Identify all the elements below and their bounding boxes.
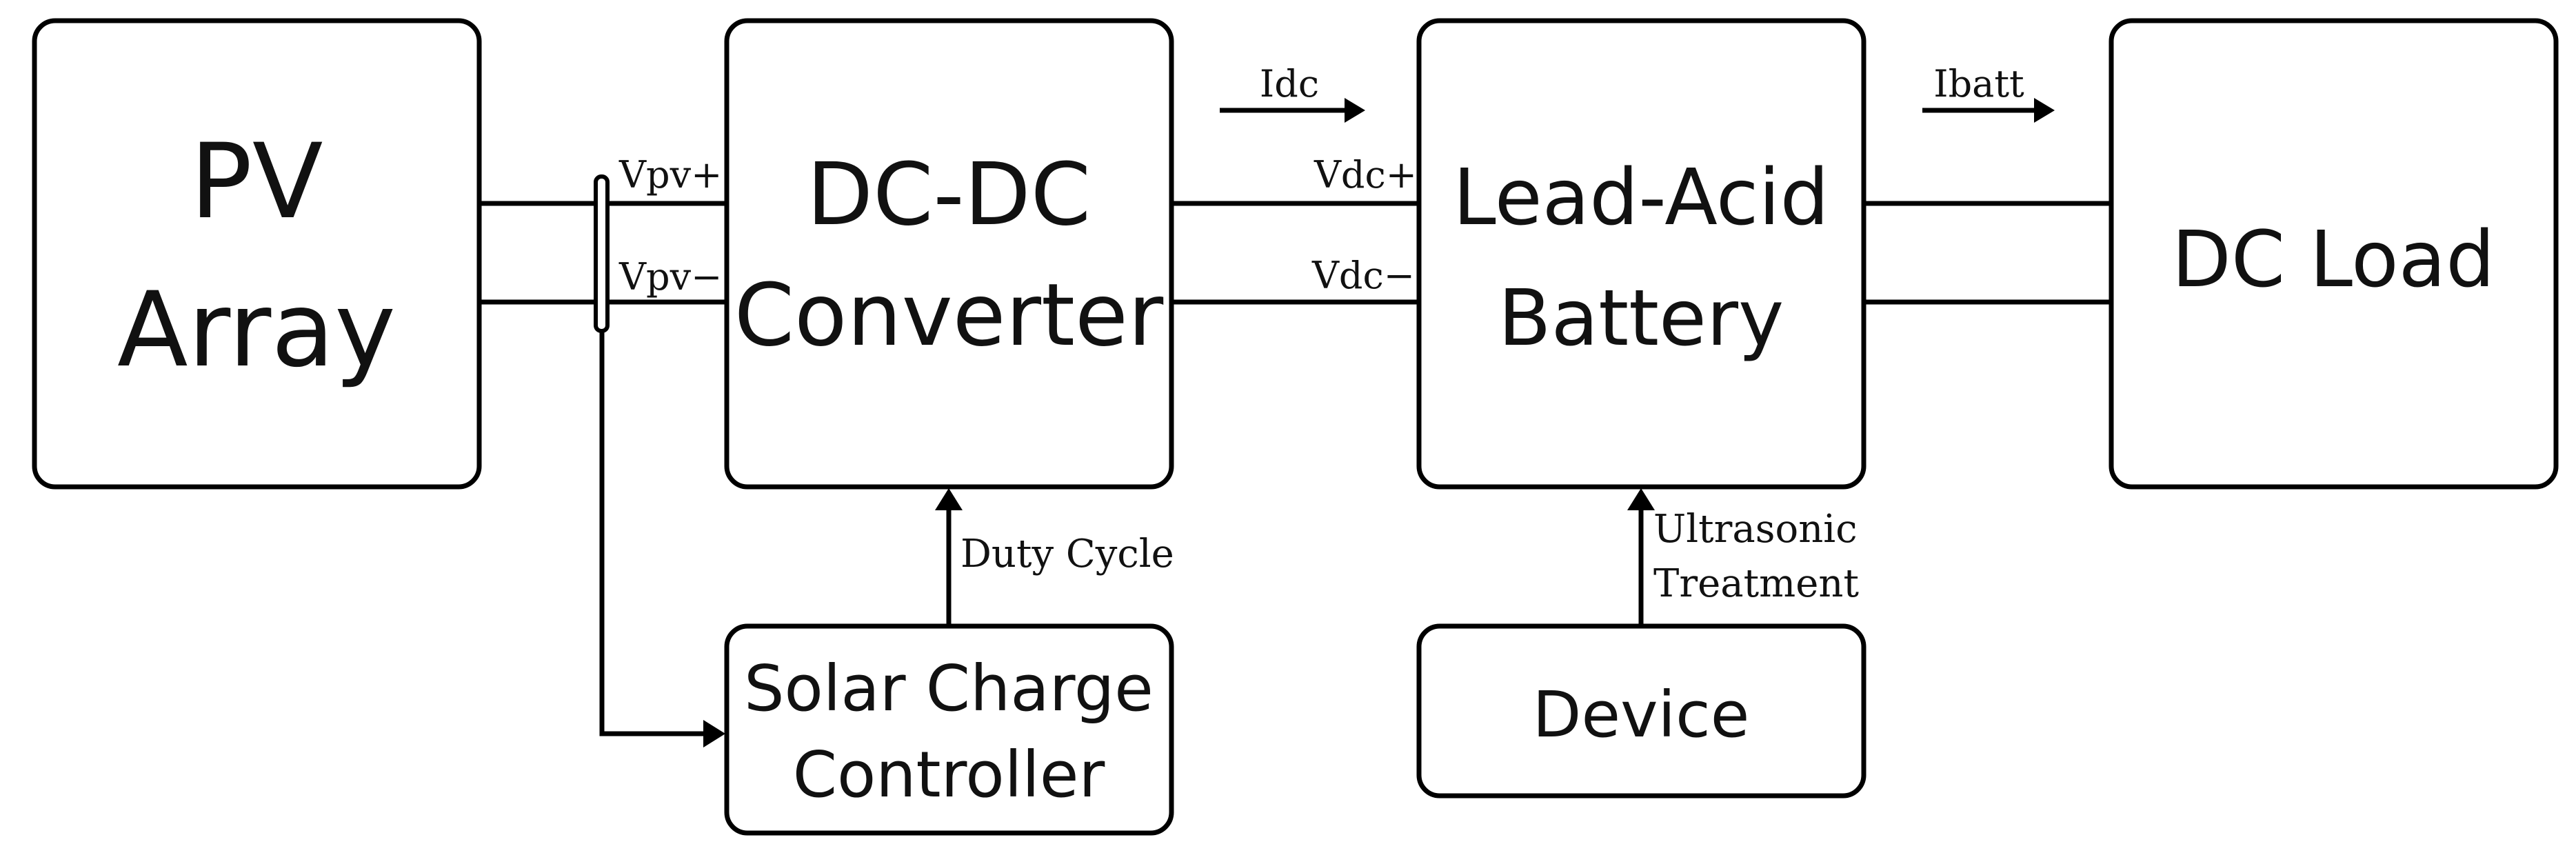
dc-dc-converter-label-line1: DC-DC [807, 145, 1091, 245]
solar-charge-controller-block: Solar Charge Controller [724, 623, 1174, 836]
battery-to-load-wires [1864, 201, 2111, 305]
duty-cycle-label: Duty Cycle [960, 532, 1174, 576]
ultrasonic-treatment-label-line1: Ultrasonic [1653, 507, 1858, 552]
ultrasonic-treatment-arrow: Ultrasonic Treatment [1627, 488, 1859, 626]
pv-array-block: PV Array [32, 18, 482, 490]
ultrasonic-treatment-label-line2: Treatment [1653, 561, 1859, 606]
solar-charge-controller-label-line1: Solar Charge [744, 652, 1154, 725]
idc-arrow: Idc [1220, 62, 1365, 123]
sense-to-controller-arrow [599, 331, 725, 747]
vdc-minus-label: Vdc− [1311, 254, 1415, 297]
dc-load-block: DC Load [2109, 18, 2559, 490]
dc-load-label: DC Load [2172, 215, 2495, 305]
device-label: Device [1533, 678, 1750, 752]
pv-to-converter-wires: Vpv+ Vpv− [479, 153, 727, 333]
dc-dc-converter-block: DC-DC Converter [724, 18, 1174, 490]
vpv-minus-label: Vpv− [618, 255, 722, 299]
voltage-sense-tap [594, 174, 610, 333]
dc-dc-converter-label-line2: Converter [734, 265, 1164, 365]
converter-to-battery-wires: Vdc+ Vdc− [1171, 153, 1419, 305]
idc-label: Idc [1260, 62, 1319, 106]
lead-acid-battery-label-line1: Lead-Acid [1453, 153, 1829, 243]
ibatt-label: Ibatt [1933, 62, 2024, 106]
solar-charge-controller-label-line2: Controller [793, 738, 1105, 812]
pv-array-label-line1: PV [190, 122, 323, 242]
pv-array-label-line2: Array [117, 270, 396, 390]
ibatt-arrow: Ibatt [1922, 62, 2055, 123]
vpv-plus-label: Vpv+ [618, 153, 722, 197]
device-block: Device [1416, 623, 1866, 799]
lead-acid-battery-block: Lead-Acid Battery [1416, 18, 1866, 490]
duty-cycle-arrow: Duty Cycle [935, 488, 1174, 626]
vdc-plus-label: Vdc+ [1314, 153, 1417, 197]
lead-acid-battery-label-line2: Battery [1498, 274, 1784, 363]
